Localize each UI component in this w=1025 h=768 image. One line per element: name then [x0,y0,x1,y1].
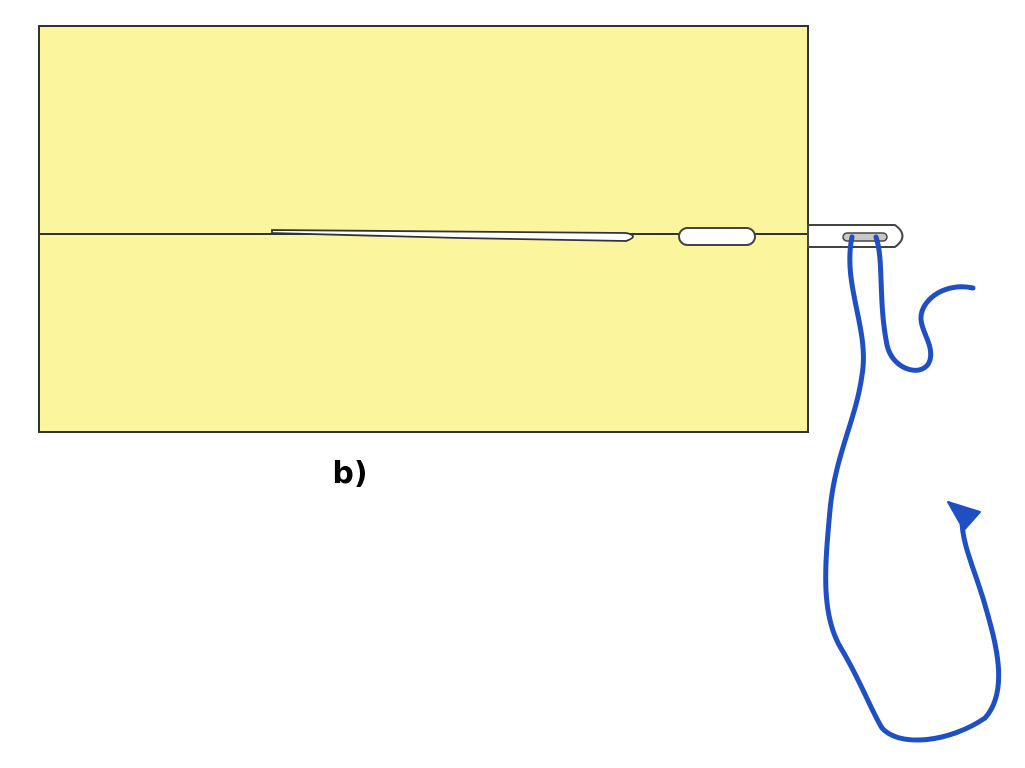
thread-arrowhead [947,501,981,531]
stitch-mark [271,229,634,242]
seam-opening [678,227,756,246]
figure-caption: b) [332,456,368,491]
fabric-rectangle [38,25,809,433]
thread-short-tail [873,234,976,373]
thread-long-loop [823,234,1002,743]
